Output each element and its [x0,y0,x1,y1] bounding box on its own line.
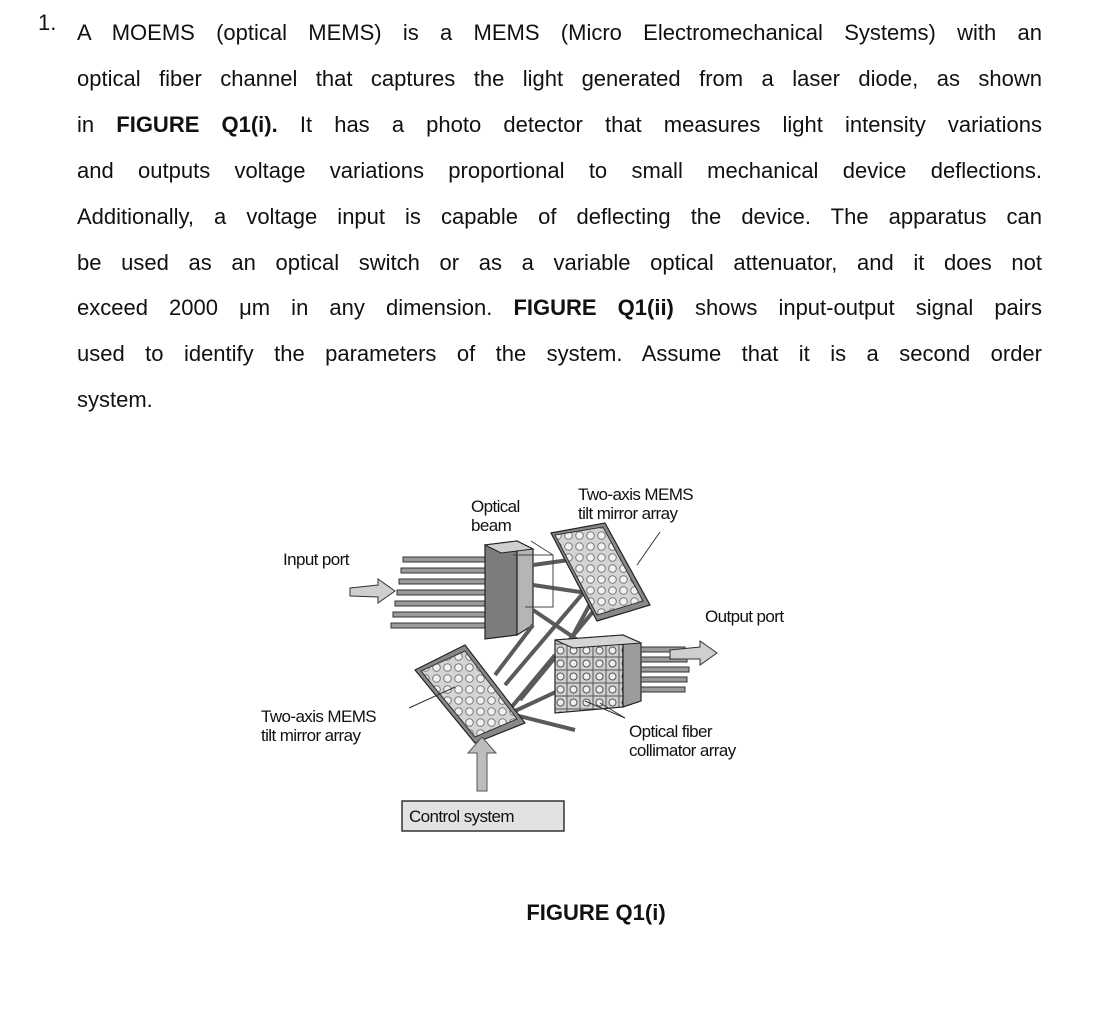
text-fragment: shows input-output signal pairs [673,295,1042,321]
text-line-8: used to identify the parameters of the s… [77,341,1042,367]
moems-figure: Optical beam Two-axis MEMS tilt mirror a… [255,475,825,845]
input-arrow-icon [349,578,396,604]
text-line-4: and outputs voltage variations proportio… [77,157,1042,183]
label-bottom-mirror-1: Two-axis MEMS [261,707,376,726]
control-arrow-icon [466,736,498,792]
figure-reference-q1i: FIGURE Q1(i). [116,111,278,137]
text-line-7: exceed 2000 μm in any dimension. FIGURE … [77,285,1042,331]
label-bottom-mirror-2: tilt mirror array [261,726,361,745]
label-collimator-1: Optical fiber [629,722,713,741]
input-collimator-block [483,540,535,640]
leader-lines [408,531,661,719]
text-line-3: in FIGURE Q1(i). It has a photo detector… [77,102,1042,148]
label-optical-beam-2: beam [471,516,512,535]
text-fragment: in [77,111,117,137]
optical-beam-marker [513,540,554,608]
label-collimator-2: collimator array [629,741,737,760]
text-line-6: be used as an optical switch or as a var… [77,249,1042,275]
label-output-port: Output port [705,607,784,626]
text-line-2: optical fiber channel that captures the … [77,65,1042,91]
output-arrow-icon [669,640,718,666]
figure-caption: FIGURE Q1(i) [526,900,666,925]
output-collimator-array [554,634,642,714]
text-line-5: Additionally, a voltage input is capable… [77,203,1042,229]
figure-reference-q1ii: FIGURE Q1(ii) [513,295,674,321]
control-system-box [401,800,565,832]
text-line-1: A MOEMS (optical MEMS) is a MEMS (Micro … [77,20,1042,45]
bottom-mirror-array [414,644,526,744]
question-text: A MOEMS (optical MEMS) is a MEMS (Micro … [77,10,1042,423]
label-optical-beam-1: Optical [471,497,520,516]
text-fragment: exceed 2000 μm in any dimension. [77,295,514,321]
output-fiber-bundle [640,646,690,693]
question-number: 1. [38,10,57,35]
text-fragment: It has a photo detector that measures li… [277,111,1042,137]
label-input-port: Input port [283,550,350,569]
label-top-mirror-2: tilt mirror array [578,504,678,523]
label-top-mirror-1: Two-axis MEMS [578,485,693,504]
text-line-9: system. [77,387,153,413]
label-control-system: Control system [409,807,514,826]
top-mirror-array [550,522,651,622]
